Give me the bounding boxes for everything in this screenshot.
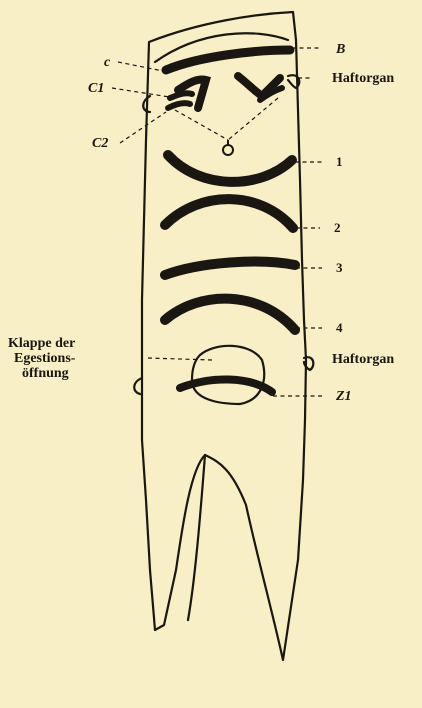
- label-c: c: [104, 55, 111, 70]
- label-klappe-line2: Egestions-: [14, 351, 76, 366]
- label-3: 3: [336, 260, 343, 275]
- label-klappe-line1: Klappe der: [8, 336, 75, 351]
- band-2: [165, 199, 293, 228]
- label-4: 4: [336, 320, 343, 335]
- band-4: [165, 299, 295, 330]
- label-z1: Z1: [335, 389, 352, 404]
- haftorgan-bottom-left: [134, 378, 142, 394]
- label-2: 2: [334, 220, 341, 235]
- label-klappe-line3: öffnung: [22, 366, 69, 381]
- label-1: 1: [336, 154, 343, 169]
- band-1: [168, 155, 292, 182]
- label-haftorgan-top: Haftorgan: [332, 71, 394, 86]
- tail-inner-line: [188, 455, 205, 620]
- label-b: B: [335, 42, 345, 57]
- label-c2: C2: [92, 136, 108, 151]
- label-haftorgan-bottom: Haftorgan: [332, 352, 394, 367]
- band-b: [166, 50, 290, 70]
- band-3: [165, 262, 295, 275]
- c2-band: [168, 103, 190, 108]
- label-c1: C1: [88, 81, 104, 96]
- egestion-valve: [192, 346, 264, 404]
- central-pit: [223, 145, 233, 155]
